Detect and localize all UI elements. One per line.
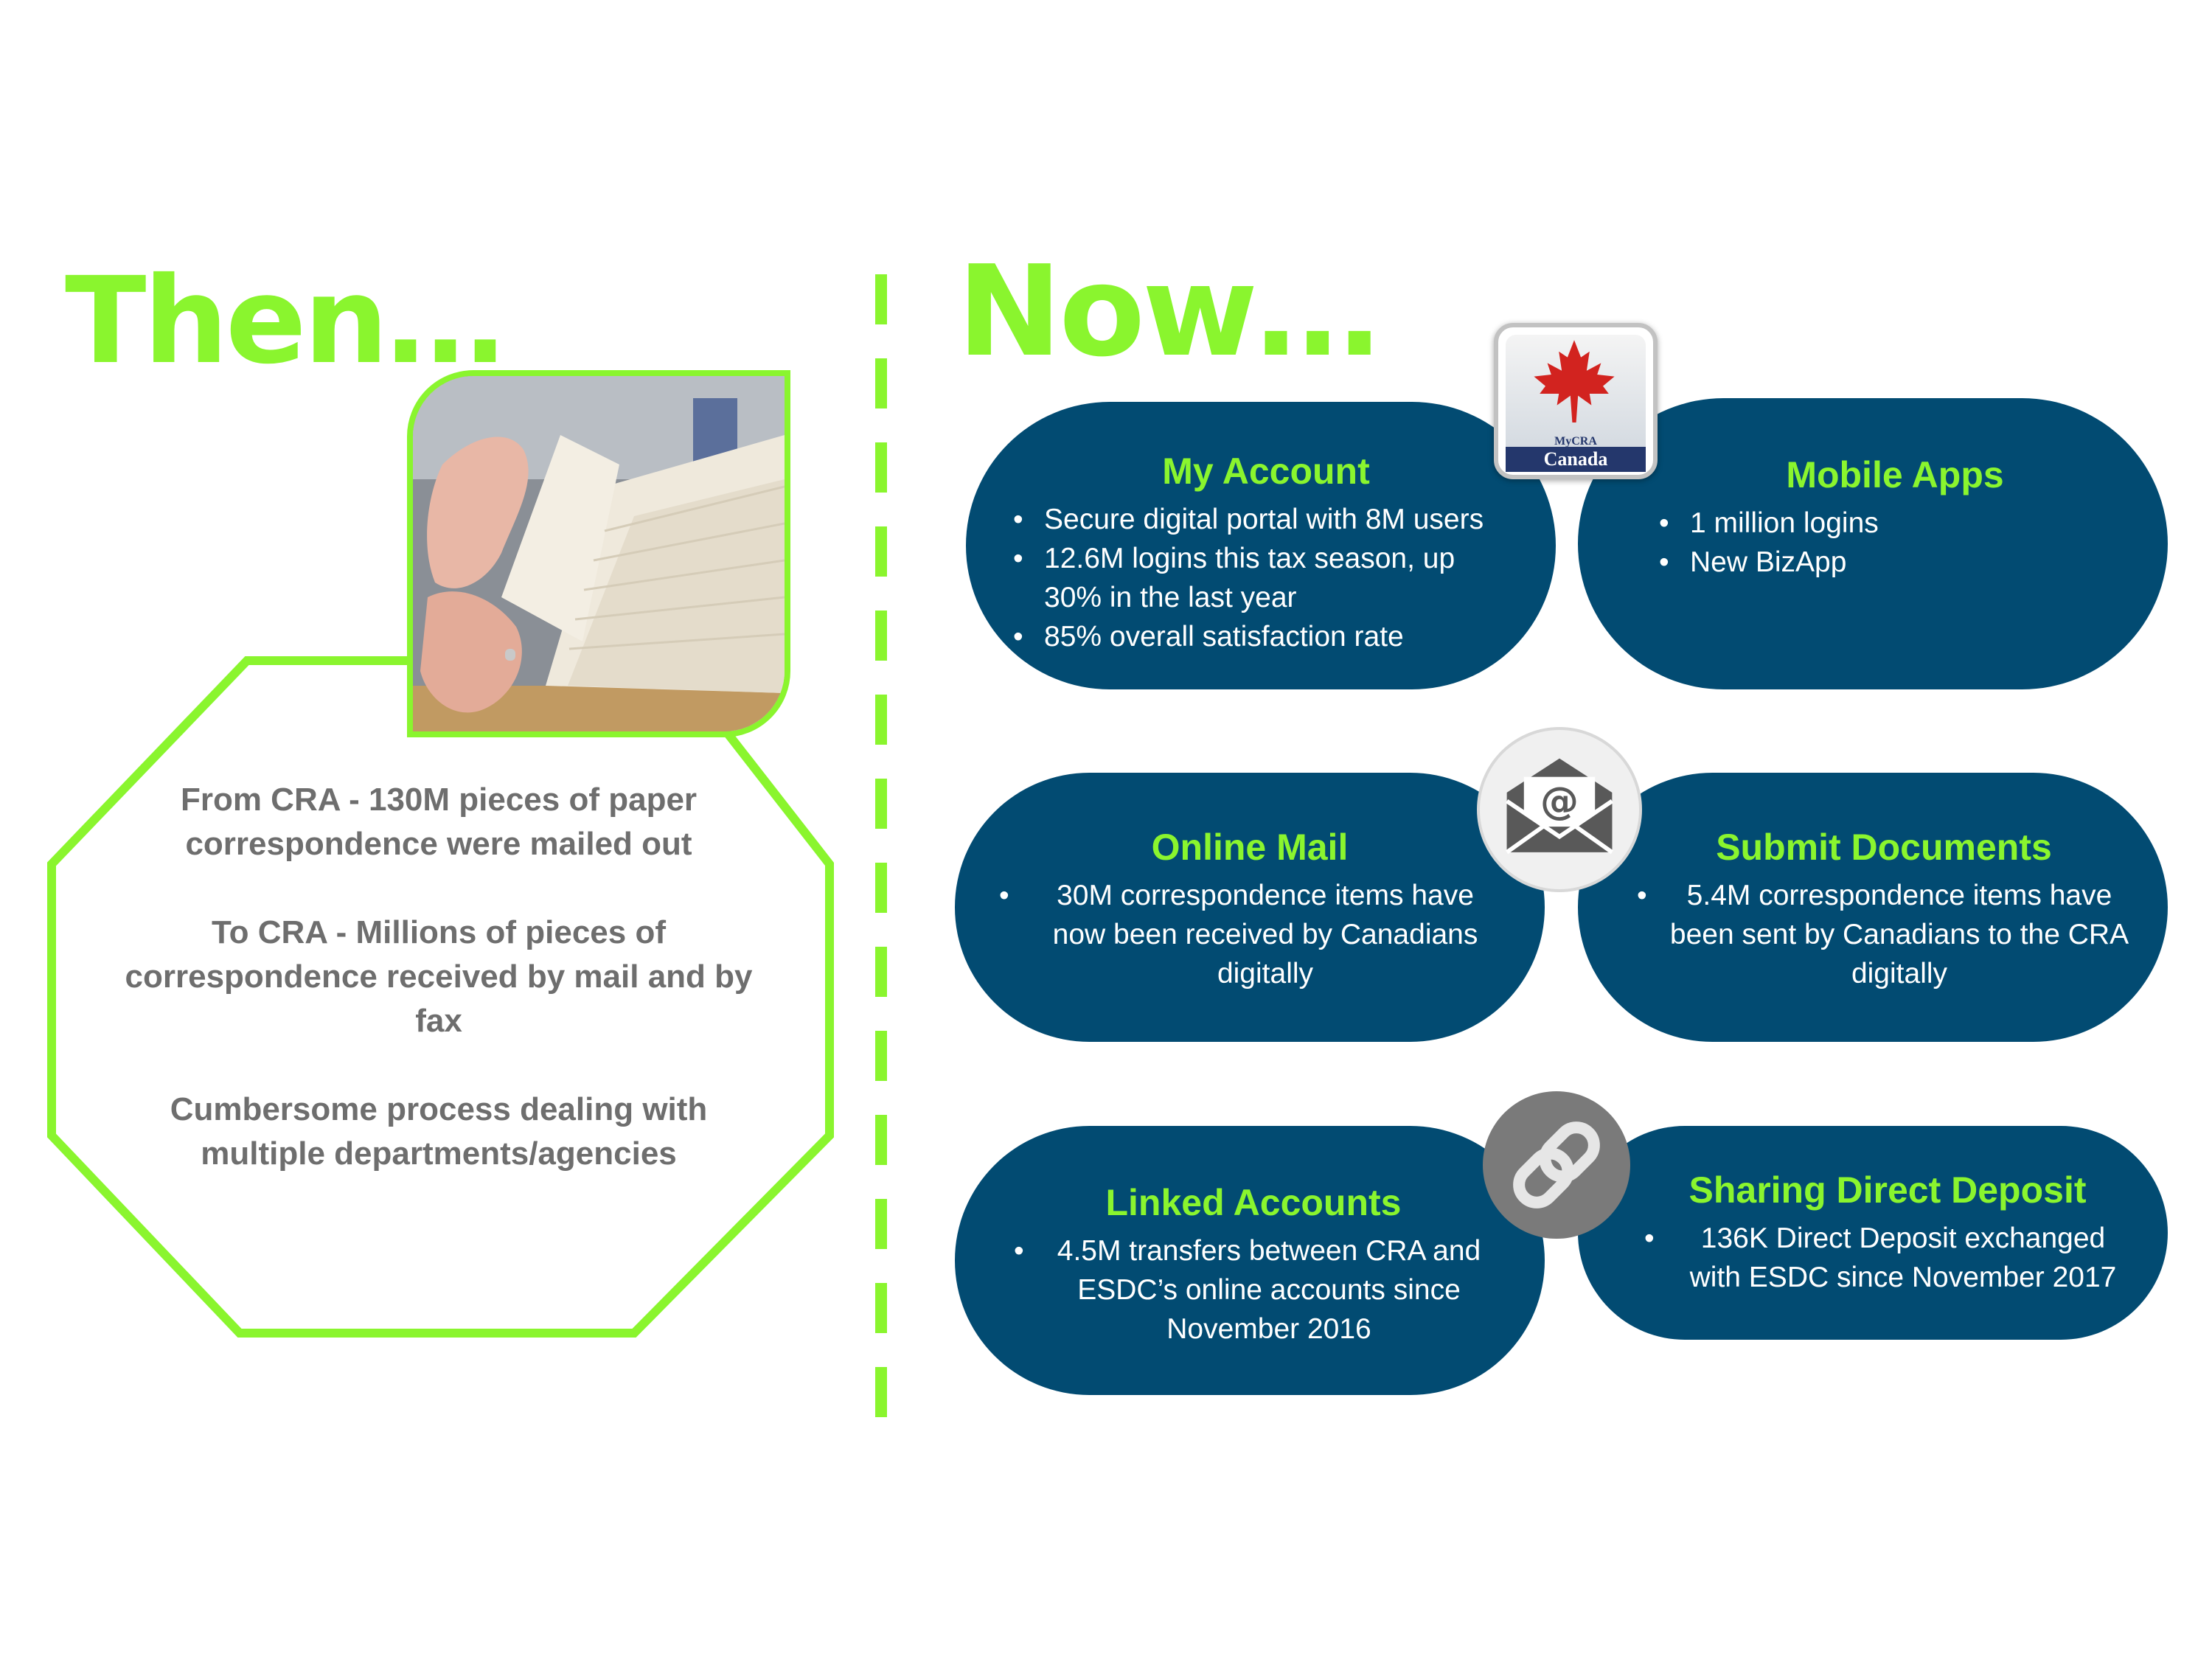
card-title-submit-documents: Submit Documents — [1716, 827, 2052, 868]
list-item: 85% overall satisfaction rate — [1013, 617, 1519, 656]
card-list-linked-accounts: 4.5M transfers between CRA and ESDC’s on… — [1014, 1231, 1493, 1349]
card-linked-accounts: Linked Accounts 4.5M transfers between C… — [955, 1126, 1545, 1395]
card-list-sharing-direct-deposit: 136K Direct Deposit exchanged with ESDC … — [1644, 1219, 2131, 1297]
mycra-app-icon: MyCRA Canada — [1494, 323, 1658, 479]
paper-correspondence-photo — [407, 370, 790, 737]
then-description: From CRA - 130M pieces of paper correspo… — [118, 778, 759, 1220]
envelope-at-icon: @ — [1505, 758, 1614, 855]
list-item: Secure digital portal with 8M users — [1013, 500, 1519, 539]
app-icon-face: MyCRA Canada — [1506, 335, 1646, 472]
card-list-my-account: Secure digital portal with 8M users 12.6… — [1013, 500, 1519, 656]
app-icon-small-label: MyCRA — [1554, 435, 1597, 448]
then-line-mailed-out: From CRA - 130M pieces of paper correspo… — [180, 782, 698, 862]
list-item: 4.5M transfers between CRA and ESDC’s on… — [1014, 1231, 1493, 1349]
then-line-cumbersome: Cumbersome process dealing with multiple… — [170, 1091, 708, 1172]
card-sharing-direct-deposit: Sharing Direct Deposit 136K Direct Depos… — [1578, 1126, 2168, 1340]
list-item: 5.4M correspondence items have been sent… — [1637, 876, 2131, 993]
card-title-online-mail: Online Mail — [1151, 827, 1349, 868]
then-heading: Then… — [65, 252, 505, 391]
list-item: New BizApp — [1659, 543, 2131, 582]
chain-link-icon — [1513, 1121, 1600, 1208]
app-icon-big-label: Canada — [1506, 447, 1646, 472]
now-heading: Now… — [957, 239, 1380, 385]
list-item: 12.6M logins this tax season, up 30% in … — [1013, 539, 1519, 617]
list-item: 30M correspondence items have now been r… — [999, 876, 1500, 993]
card-list-submit-documents: 5.4M correspondence items have been sent… — [1637, 876, 2131, 993]
card-title-my-account: My Account — [1162, 451, 1370, 492]
then-line-received: To CRA - Millions of pieces of correspon… — [125, 914, 753, 1039]
list-item: 1 million logins — [1659, 504, 2131, 543]
list-item: 136K Direct Deposit exchanged with ESDC … — [1644, 1219, 2131, 1297]
svg-text:@: @ — [1540, 779, 1579, 824]
card-list-online-mail: 30M correspondence items have now been r… — [999, 876, 1500, 993]
card-submit-documents: Submit Documents 5.4M correspondence ite… — [1578, 773, 2168, 1042]
card-list-mobile-apps: 1 million logins New BizApp — [1659, 504, 2131, 582]
card-mobile-apps: Mobile Apps 1 million logins New BizApp — [1578, 398, 2168, 689]
card-online-mail: Online Mail 30M correspondence items hav… — [955, 773, 1545, 1042]
card-my-account: My Account Secure digital portal with 8M… — [966, 402, 1556, 689]
envelope-badge: @ — [1477, 727, 1642, 892]
maple-leaf-icon — [1534, 340, 1615, 422]
card-title-mobile-apps: Mobile Apps — [1786, 454, 2004, 495]
card-title-linked-accounts: Linked Accounts — [1105, 1182, 1402, 1223]
dashed-divider — [875, 274, 887, 1417]
card-title-sharing-direct-deposit: Sharing Direct Deposit — [1688, 1169, 2087, 1211]
chain-link-badge — [1483, 1091, 1630, 1239]
